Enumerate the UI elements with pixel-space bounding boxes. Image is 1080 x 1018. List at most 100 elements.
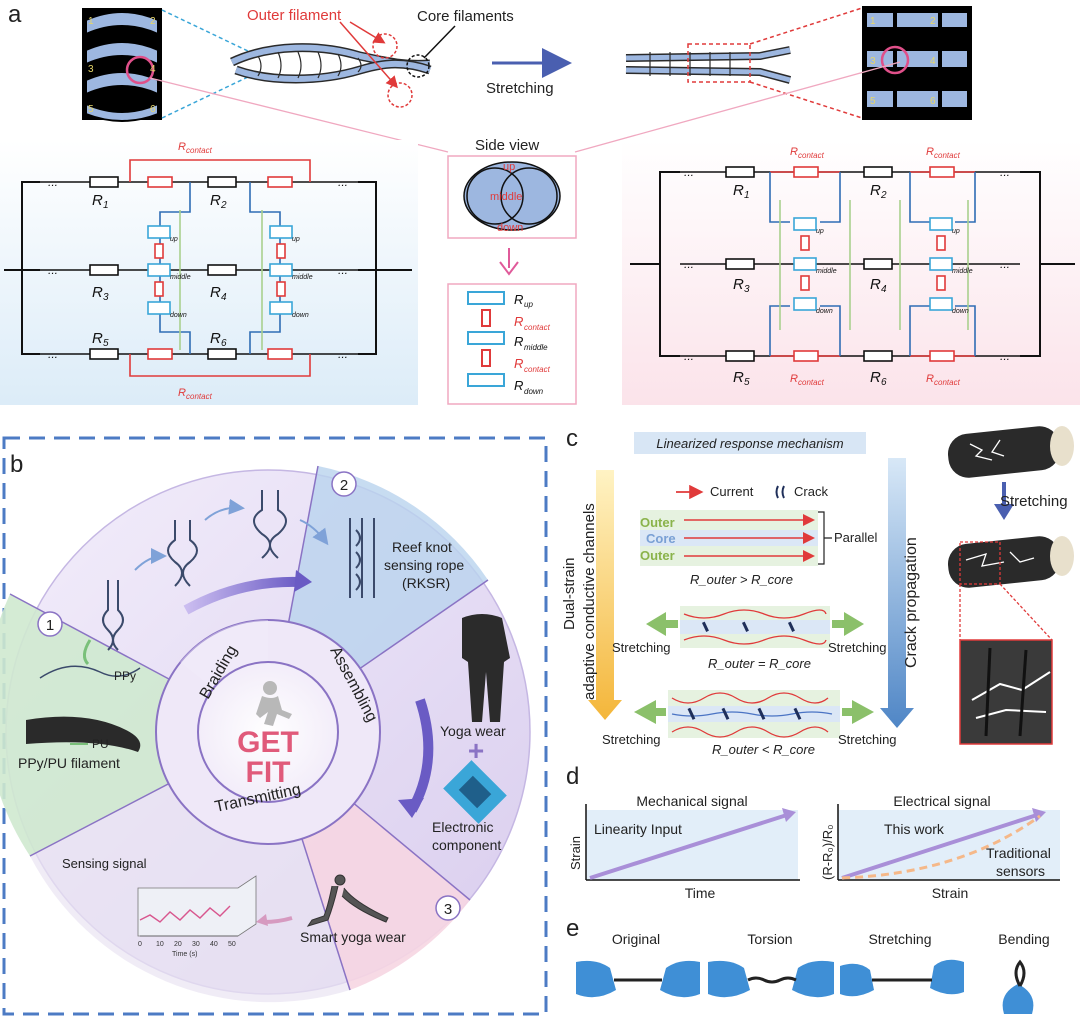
svg-text:R: R (514, 356, 523, 371)
svg-text:...: ... (48, 263, 58, 277)
circuit-right-bg (622, 140, 1080, 405)
svg-text:Outer: Outer (640, 548, 675, 563)
right-ylabel: (R-R₀)/R₀ (820, 824, 835, 880)
svg-text:50: 50 (228, 941, 236, 948)
panel-b-letter: b (10, 451, 23, 478)
stretch-left-arrow-1 (646, 612, 678, 636)
svg-text:up: up (524, 300, 533, 309)
svg-text:...: ... (684, 349, 694, 363)
svg-text:down: down (292, 312, 309, 319)
svg-text:down: down (497, 222, 523, 234)
mechanism-title-box (634, 432, 866, 454)
svg-text:contact: contact (186, 392, 213, 401)
svg-text:...: ... (48, 175, 58, 189)
center-title-line1: GET (237, 726, 299, 759)
outer-filament-label: Outer filament (247, 7, 342, 24)
smart-yoga-figure (306, 874, 389, 927)
svg-text:3: 3 (103, 292, 109, 303)
svg-text:2: 2 (340, 477, 348, 494)
rksr-line2: sensing rope (384, 557, 464, 573)
parallel-label: Parallel (834, 530, 877, 545)
circuit-right-labels: R contact R contact R contact R contact … (684, 146, 1010, 388)
svg-text:4: 4 (150, 64, 156, 75)
svg-text:R: R (870, 182, 881, 199)
svg-text:middle: middle (170, 274, 191, 281)
svg-text:3: 3 (444, 901, 452, 918)
svg-text:up: up (503, 161, 515, 173)
svg-text:Stretching: Stretching (828, 640, 887, 655)
svg-text:2: 2 (150, 16, 156, 27)
this-work-label: This work (884, 821, 945, 837)
dual-strain-line2: adaptive conductive channels (581, 503, 598, 700)
zoom-box-left: 1 2 3 4 5 6 (82, 8, 162, 122)
svg-text:R: R (514, 292, 523, 307)
svg-text:middle: middle (292, 274, 313, 281)
svg-text:0: 0 (138, 941, 142, 948)
svg-text:middle: middle (524, 343, 548, 352)
svg-text:1: 1 (103, 200, 109, 211)
svg-text:2: 2 (880, 190, 887, 201)
panel-d: d Mechanical signal Linearity Input Stra… (566, 763, 1060, 901)
svg-text:R: R (210, 284, 221, 301)
svg-text:30: 30 (192, 941, 200, 948)
svg-text:6: 6 (881, 377, 887, 388)
left-ylabel: Strain (568, 836, 583, 870)
svg-text:4: 4 (881, 284, 887, 295)
svg-text:5: 5 (103, 338, 109, 349)
side-view: Side view up middle down R up R contact … (447, 137, 577, 405)
svg-text:up: up (816, 228, 824, 235)
svg-text:R: R (178, 141, 186, 153)
electrical-title: Electrical signal (893, 793, 990, 809)
dual-strain-arrow (588, 470, 622, 720)
crack-propagation-arrow (880, 458, 914, 728)
svg-text:R: R (733, 182, 744, 199)
braid-arrow (183, 576, 301, 615)
center-title-line2: FIT (246, 756, 291, 789)
stretching-label-c: Stretching (1000, 493, 1068, 510)
svg-text:5: 5 (870, 96, 876, 107)
core-filaments-label: Core filaments (417, 8, 514, 25)
rope-right (625, 43, 792, 84)
right-xlabel: Strain (932, 885, 969, 901)
legend-crack: Crack (794, 484, 828, 499)
photo-stretching (840, 954, 964, 1014)
svg-text:...: ... (1000, 165, 1010, 179)
crack-icon (775, 485, 785, 499)
svg-text:...: ... (1000, 349, 1010, 363)
svg-text:down: down (524, 387, 544, 396)
panel-e-letter: e (566, 915, 579, 942)
svg-text:5: 5 (744, 377, 750, 388)
panel-b: b GET FIT Braiding Assembling Tr (0, 436, 548, 1016)
svg-text:R: R (178, 387, 186, 399)
svg-text:down: down (952, 308, 969, 315)
svg-text:PPy/PU filament: PPy/PU filament (18, 755, 120, 771)
svg-text:5: 5 (88, 104, 94, 115)
svg-text:...: ... (48, 347, 58, 361)
svg-text:PU: PU (92, 737, 109, 751)
relation-1: R_outer > R_core (690, 572, 793, 587)
rope-photo-middle (947, 536, 1074, 588)
electronic-component-icon (443, 760, 507, 824)
svg-text:R: R (514, 334, 523, 349)
svg-text:Stretching: Stretching (602, 732, 661, 747)
svg-text:1: 1 (46, 617, 54, 634)
left-xlabel: Time (685, 885, 716, 901)
traditional-line2: sensors (996, 863, 1045, 879)
crack-closeup (959, 639, 1053, 745)
svg-text:3: 3 (870, 56, 876, 67)
svg-text:40: 40 (210, 941, 218, 948)
knot-illustrations (102, 490, 375, 651)
legend-current: Current (710, 484, 754, 499)
segment-filament-tint (0, 594, 268, 856)
svg-text:2: 2 (220, 200, 227, 211)
crack-propagation-label: Crack propagation (903, 537, 920, 668)
stretch-right-arrow-2 (842, 700, 874, 724)
runner-icon (256, 681, 292, 726)
traditional-line1: Traditional (986, 845, 1051, 861)
panel-b-frame (2, 436, 548, 1016)
panel-e: e Original Torsion Stretching Bending (566, 915, 1060, 1014)
svg-text:3: 3 (744, 284, 750, 295)
svg-text:up: up (170, 236, 178, 243)
